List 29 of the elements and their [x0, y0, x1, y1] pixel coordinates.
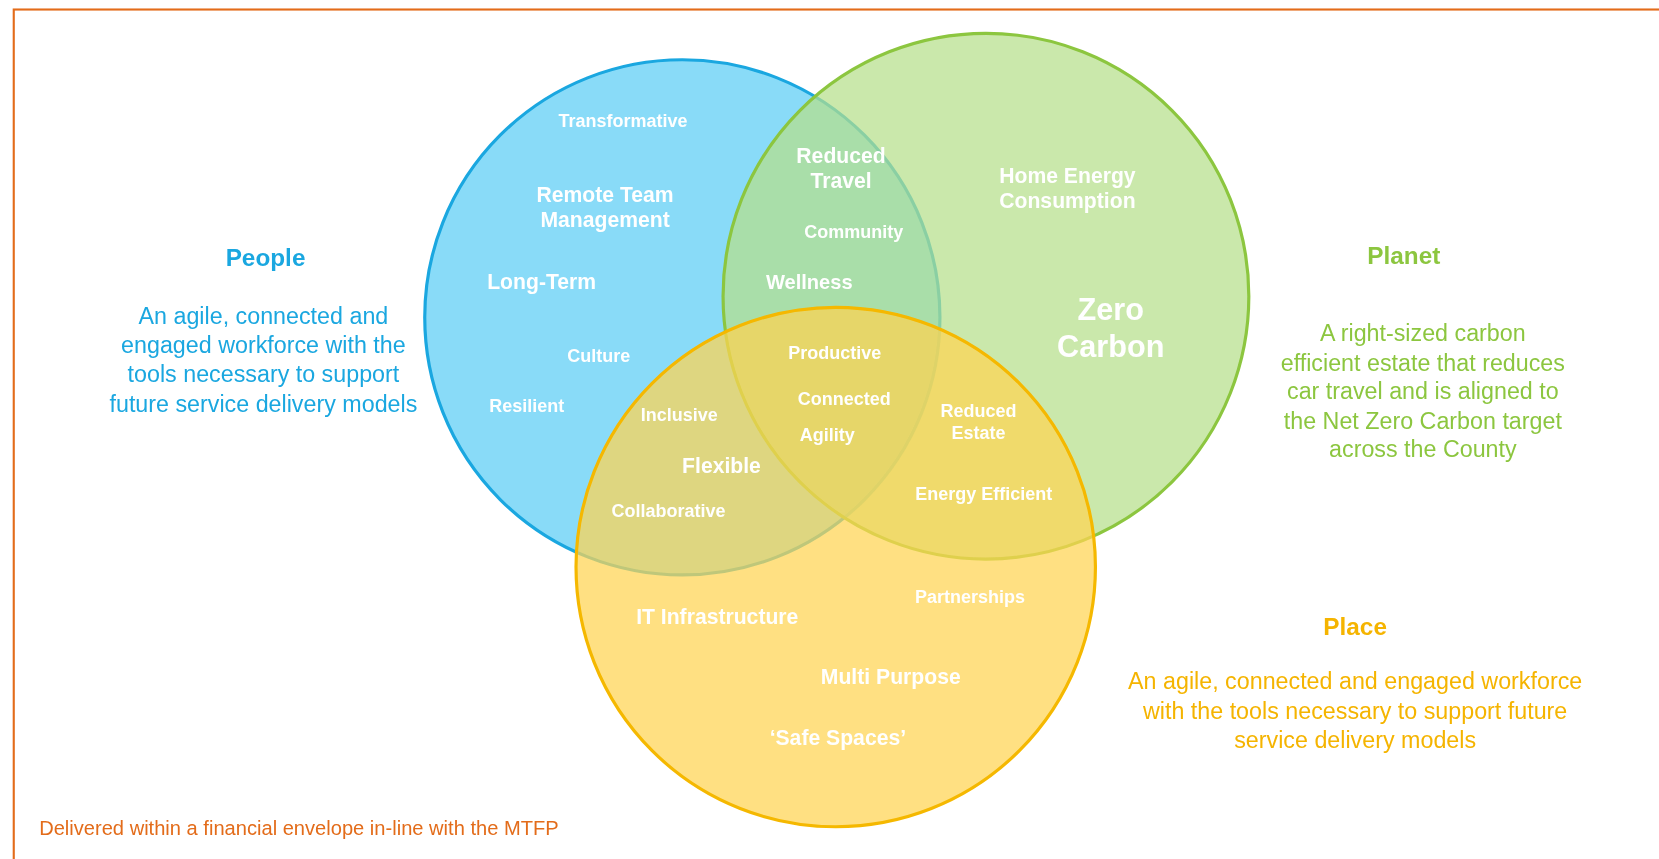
- overlap-keyword: Connected: [797, 389, 891, 411]
- region-keyword: Culture: [567, 345, 631, 368]
- circle-description: An agile, connected and engaged workforce with the tools necessary to support future service delivery models: [1127, 667, 1584, 755]
- region-keyword: Multi Purpose: [820, 664, 961, 690]
- circle-description: A right-sized carbon efficient estate that reduces car travel and is aligned to the Net Zero Carbon target across the County: [1280, 318, 1566, 465]
- overlap-keyword: Flexible: [682, 452, 761, 479]
- overlap-keyword: Collaborative: [611, 501, 726, 523]
- region-keyword: Zero Carbon: [1056, 291, 1166, 365]
- overlap-keyword: Community: [804, 221, 904, 244]
- circle-heading: Place: [1323, 612, 1387, 643]
- circle-heading: Planet: [1367, 240, 1441, 272]
- overlap-keyword: Reduced Travel: [795, 142, 887, 194]
- circle-heading: People: [225, 242, 306, 274]
- footer-note: Delivered within a financial envelope in-line with the MTFP: [39, 815, 559, 841]
- region-keyword: Resilient: [489, 396, 565, 419]
- circle-description: An agile, connected and engaged workforce with the tools necessary to support future service delivery models: [108, 301, 419, 418]
- region-keyword: Remote Team Management: [535, 182, 675, 233]
- overlap-keyword: Productive: [788, 343, 882, 366]
- overlap-keyword: Wellness: [765, 271, 853, 296]
- region-keyword: ‘Safe Spaces’: [769, 724, 907, 751]
- overlap-keyword: Reduced Estate: [939, 401, 1018, 445]
- region-keyword: Home Energy Consumption: [998, 162, 1137, 214]
- region-keyword: Transformative: [558, 110, 688, 133]
- overlap-keyword: Energy Efficient: [915, 484, 1053, 506]
- region-keyword: Long-Term: [487, 268, 597, 295]
- overlap-keyword: Inclusive: [640, 404, 718, 427]
- region-keyword: Partnerships: [915, 586, 1026, 609]
- region-keyword: IT Infrastructure: [636, 604, 799, 630]
- overlap-keyword: Agility: [799, 425, 855, 447]
